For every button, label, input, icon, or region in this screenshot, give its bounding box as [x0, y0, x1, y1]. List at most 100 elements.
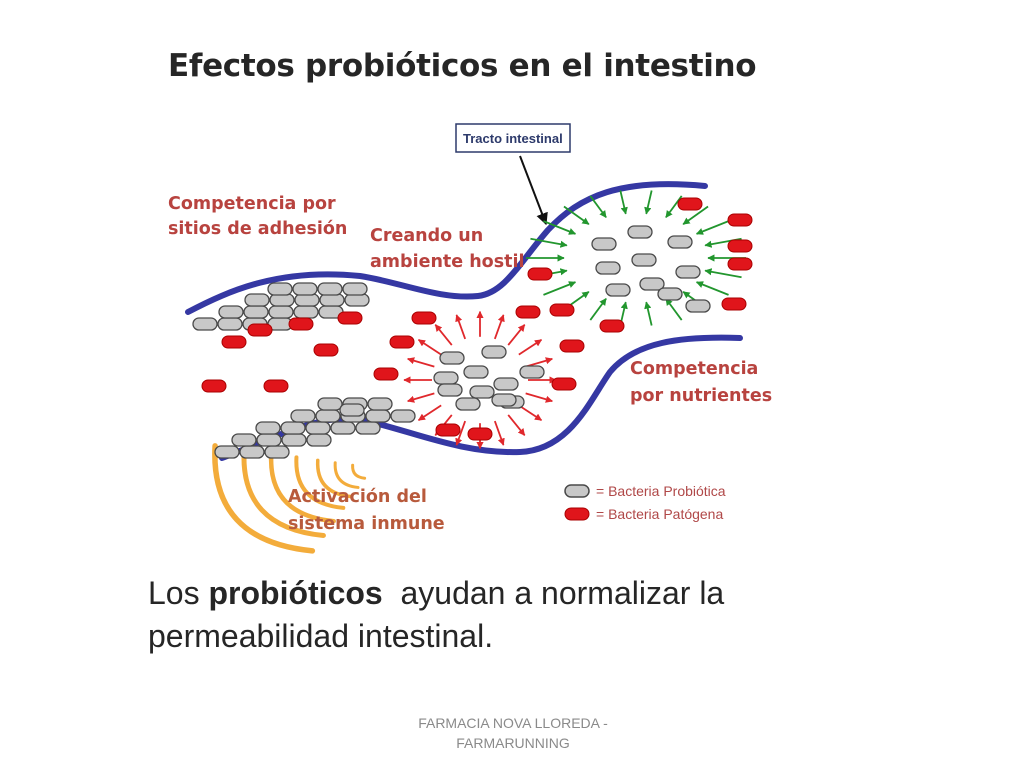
green-arrow	[682, 205, 709, 225]
probiotic-bacterium	[239, 445, 265, 459]
probiotic-bacterium	[591, 237, 617, 251]
immune-arc	[294, 455, 346, 510]
red-arrow	[455, 314, 467, 340]
probiotic-bacterium	[317, 282, 343, 296]
green-arrow	[665, 298, 683, 321]
caption-line2: permeabilidad intestinal.	[148, 618, 494, 654]
probiotic-bacterium	[595, 261, 621, 275]
legend-pathogen-swatch	[564, 507, 590, 521]
immune-arc	[241, 447, 326, 539]
pathogen-bacterium	[435, 423, 461, 437]
label-adhesion-2: sitios de adhesión	[168, 219, 347, 239]
footer-line2: FARMARUNNING	[456, 735, 570, 751]
immune-arc	[268, 451, 336, 524]
green-arrow	[563, 205, 590, 225]
probiotic-bacterium	[294, 293, 320, 307]
red-arrow	[417, 339, 442, 356]
pathogen-bacterium	[515, 305, 541, 319]
red-arrow	[455, 420, 467, 446]
label-hostile-2: ambiente hostil	[370, 252, 524, 272]
probiotic-bacterium	[306, 433, 332, 447]
red-arrows	[403, 310, 557, 450]
pathogen-bacterium	[247, 323, 273, 337]
diagram-title: Efectos probióticos en el intestino	[168, 48, 757, 84]
probiotic-bacterium	[319, 293, 345, 307]
pathogen-bacterium	[727, 213, 753, 227]
pathogen-bacterium	[551, 377, 577, 391]
red-arrow	[525, 392, 553, 403]
green-arrow	[589, 195, 607, 218]
caption-rest: ayudan a normalizar la	[382, 575, 725, 611]
red-arrow	[493, 420, 505, 446]
probiotic-bacterium	[231, 433, 257, 447]
probiotic-bacterium	[214, 445, 240, 459]
pathogen-bacterium	[263, 379, 289, 393]
probiotic-bacterium	[243, 305, 269, 319]
probiotic-bacterium	[192, 317, 218, 331]
label-immune-1: Activación del	[288, 487, 427, 507]
probiotic-bacterium	[317, 397, 343, 411]
probiotic-bacterium	[433, 371, 459, 385]
probiotic-bacterium	[339, 403, 365, 417]
probiotic-bacterium	[455, 397, 481, 411]
green-arrow	[695, 220, 729, 235]
probiotic-bacterium	[605, 283, 631, 297]
probiotic-bacterium	[244, 293, 270, 307]
slide-footer: FARMACIA NOVA LLOREDA - FARMARUNNING	[400, 713, 626, 753]
caption-bold: probióticos	[208, 575, 383, 611]
pathogen-bacterium	[337, 311, 363, 325]
probiotic-bacterium	[280, 421, 306, 435]
red-arrow	[434, 324, 453, 346]
green-arrow	[704, 268, 742, 279]
probiotic-bacterium	[469, 385, 495, 399]
probiotic-bacterium	[255, 421, 281, 435]
probiotic-bacterium	[344, 293, 370, 307]
label-immune-2: sistema inmune	[288, 514, 445, 534]
green-arrow	[644, 301, 653, 326]
green-arrow	[665, 195, 683, 218]
probiotic-bacterium	[685, 299, 711, 313]
pathogen-bacterium	[467, 427, 493, 441]
probiotic-bacterium	[305, 421, 331, 435]
pathogen-bacterium	[288, 317, 314, 331]
caption-prefix: Los	[148, 575, 209, 611]
probiotic-bacterium	[519, 365, 545, 379]
probiotic-bacterium	[675, 265, 701, 279]
probiotic-bacterium	[290, 409, 316, 423]
probiotic-bacterium	[264, 445, 290, 459]
red-arrow	[407, 357, 435, 368]
pathogen-bacterium	[727, 239, 753, 253]
probiotic-bacteria	[192, 225, 711, 459]
intestine-diagram: Competencia por sitios de adhesión Crean…	[168, 123, 772, 554]
probiotic-bacterium	[268, 305, 294, 319]
green-arrow	[543, 220, 577, 235]
pathogen-bacterium	[389, 335, 415, 349]
red-arrow	[417, 404, 442, 421]
green-arrow	[543, 281, 577, 296]
probiotic-bacterium	[437, 383, 463, 397]
green-arrow	[619, 190, 628, 215]
probiotic-bacterium	[491, 393, 517, 407]
pathogen-bacterium	[373, 367, 399, 381]
label-adhesion-1: Competencia por	[168, 194, 336, 214]
legend-pathogen-label: = Bacteria Patógena	[596, 506, 723, 522]
tract-callout	[455, 123, 571, 226]
label-nutrients-1: Competencia	[630, 359, 758, 379]
probiotic-bacterium	[365, 409, 391, 423]
probiotic-bacterium	[367, 397, 393, 411]
red-arrow	[507, 324, 526, 346]
red-arrow	[518, 404, 543, 421]
probiotic-bacterium	[315, 409, 341, 423]
probiotic-bacterium	[631, 253, 657, 267]
probiotic-bacterium	[639, 277, 665, 291]
green-arrow	[644, 190, 653, 215]
probiotic-bacterium	[256, 433, 282, 447]
immune-arc	[316, 458, 354, 499]
probiotic-bacterium	[439, 351, 465, 365]
probiotic-bacterium	[330, 421, 356, 435]
pathogen-bacterium	[549, 303, 575, 317]
red-arrow	[493, 314, 505, 340]
pathogen-bacterium	[677, 197, 703, 211]
green-arrow	[695, 281, 729, 296]
